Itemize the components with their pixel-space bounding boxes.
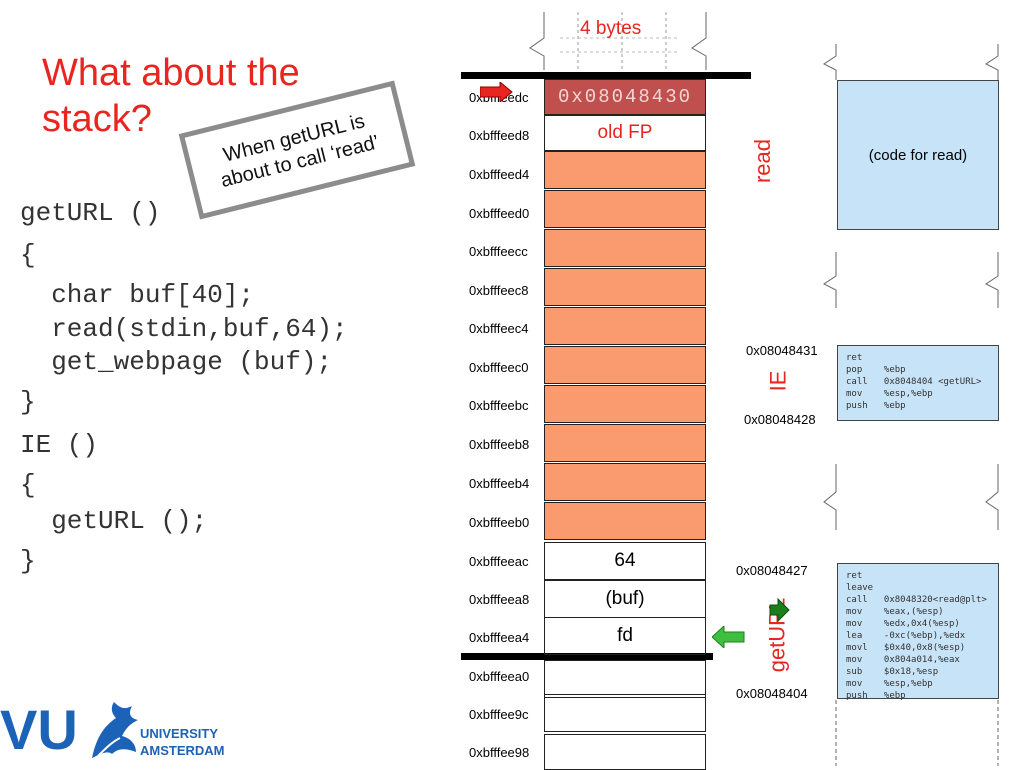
stack-address: 0xbfffeea0 [469,669,530,684]
stack-address: 0xbfffeec0 [469,360,529,375]
logo-letters: VU [0,698,78,761]
slide-title-line2: stack? [42,98,152,140]
stack-cell-buf [544,463,706,501]
ie-address-top: 0x08048431 [746,343,818,358]
stack-address: 0xbfffeebc [469,398,529,413]
geturl-address-top: 0x08048427 [736,563,808,578]
geturl-code-block: ret leave call 0x8048320<read@plt> mov %… [837,563,999,701]
stack-cell-old-fp: old FP [544,115,706,151]
logo-line1: UNIVERSITY [140,726,219,741]
stack-pointer-bar [461,653,713,660]
stack-address: 0xbfffeec4 [469,321,529,336]
stack-address: 0xbfffeeb0 [469,515,530,530]
code-line: getURL () [20,198,161,228]
stack-cell-empty [544,694,706,732]
stack-break-lines [529,12,707,70]
stack-cell-buf [544,307,706,345]
stack-address: 0xbfffeed0 [469,206,530,221]
stack-cell-buf [544,190,706,228]
vu-logo: VU UNIVERSITY AMSTERDAM [0,696,230,766]
stack-cell-buf [544,151,706,189]
read-function-label: read [750,138,776,184]
code-line: { [20,240,36,270]
logo-line2: AMSTERDAM [140,743,225,758]
stack-cell-empty [544,734,706,770]
read-code-block: (code for read) [837,80,999,230]
code-line: char buf[40]; [20,280,255,310]
code-line: getURL (); [20,506,208,536]
code-line: read(stdin,buf,64); [20,314,348,344]
instruction-pointer-arrow-icon [769,598,790,622]
stack-address: 0xbfffee98 [469,745,530,760]
stack-cell-arg-buf: (buf) [544,580,706,618]
code-line: get_webpage (buf); [20,347,333,377]
stack-address: 0xbfffeeb8 [469,437,530,452]
stack-width-label: 4 bytes [580,18,642,39]
frame-top-bar [461,72,751,79]
stack-cell-buf [544,424,706,462]
stack-address: 0xbfffeea4 [469,630,530,645]
code-line: IE () [20,430,99,460]
stack-cell-buf [544,229,706,267]
ie-address-bottom: 0x08048428 [744,412,816,427]
stack-address: 0xbfffeec8 [469,283,529,298]
stack-address: 0xbfffeeb4 [469,476,530,491]
stack-pointer-arrow-icon [712,626,745,648]
slide-title: What about the stack? [42,50,300,142]
ie-assembly: ret pop %ebp call 0x8048404 <getURL> mov… [846,353,982,411]
stack-cell-buf [544,268,706,306]
stack-cell-empty [544,660,706,698]
griffin-icon [92,702,138,758]
stack-cell-return-address: 0x08048430 [544,79,706,115]
stack-address: 0xbfffee9c [469,707,529,722]
read-code-label: (code for read) [868,146,968,164]
stack-cell-arg-count: 64 [544,542,706,580]
code-line: } [20,387,36,417]
code-line: { [20,470,36,500]
stack-cell-arg-fd: fd [544,617,706,655]
stack-address: 0xbfffeed4 [469,167,530,182]
stack-cell-buf [544,502,706,540]
stack-cell-buf [544,385,706,423]
frame-pointer-arrow-icon [480,82,513,102]
stack-address: 0xbfffeed8 [469,128,530,143]
geturl-assembly: ret leave call 0x8048320<read@plt> mov %… [846,571,987,701]
ie-code-block: ret pop %ebp call 0x8048404 <getURL> mov… [837,345,999,421]
stack-address: 0xbfffeeac [469,554,529,569]
stack-address: 0xbfffeea8 [469,592,530,607]
slide-title-line1: What about the [42,52,300,94]
stack-address: 0xbfffeecc [469,244,528,259]
code-line: } [20,546,36,576]
code-memory-break-lines [823,44,999,766]
ie-function-label: IE [765,370,791,392]
geturl-address-bottom: 0x08048404 [736,686,808,701]
stack-cell-buf [544,346,706,384]
